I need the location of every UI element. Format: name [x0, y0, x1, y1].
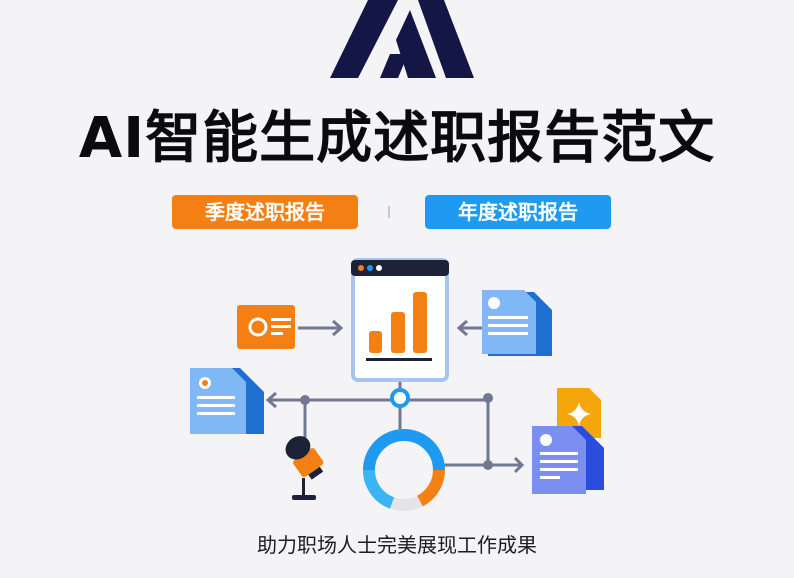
document-icon-right — [482, 290, 552, 356]
microphone-icon — [285, 436, 324, 500]
quarterly-report-tag[interactable]: 季度述职报告 — [172, 195, 358, 229]
page-title: AI智能生成述职报告范文 — [78, 106, 716, 171]
profile-card-icon — [237, 305, 295, 349]
document-icon-left — [190, 368, 264, 434]
subtitle: 助力职场人士完美展现工作成果 — [257, 533, 537, 557]
ai-sparkle-document-icon — [532, 388, 604, 494]
report-illustration — [190, 258, 604, 511]
donut-chart-icon — [362, 429, 445, 511]
annual-report-tag[interactable]: 年度述职报告 — [425, 195, 611, 229]
tag-separator — [388, 206, 390, 218]
letter-a-logo-icon — [330, 0, 474, 78]
bar-chart-window-icon — [351, 258, 449, 382]
